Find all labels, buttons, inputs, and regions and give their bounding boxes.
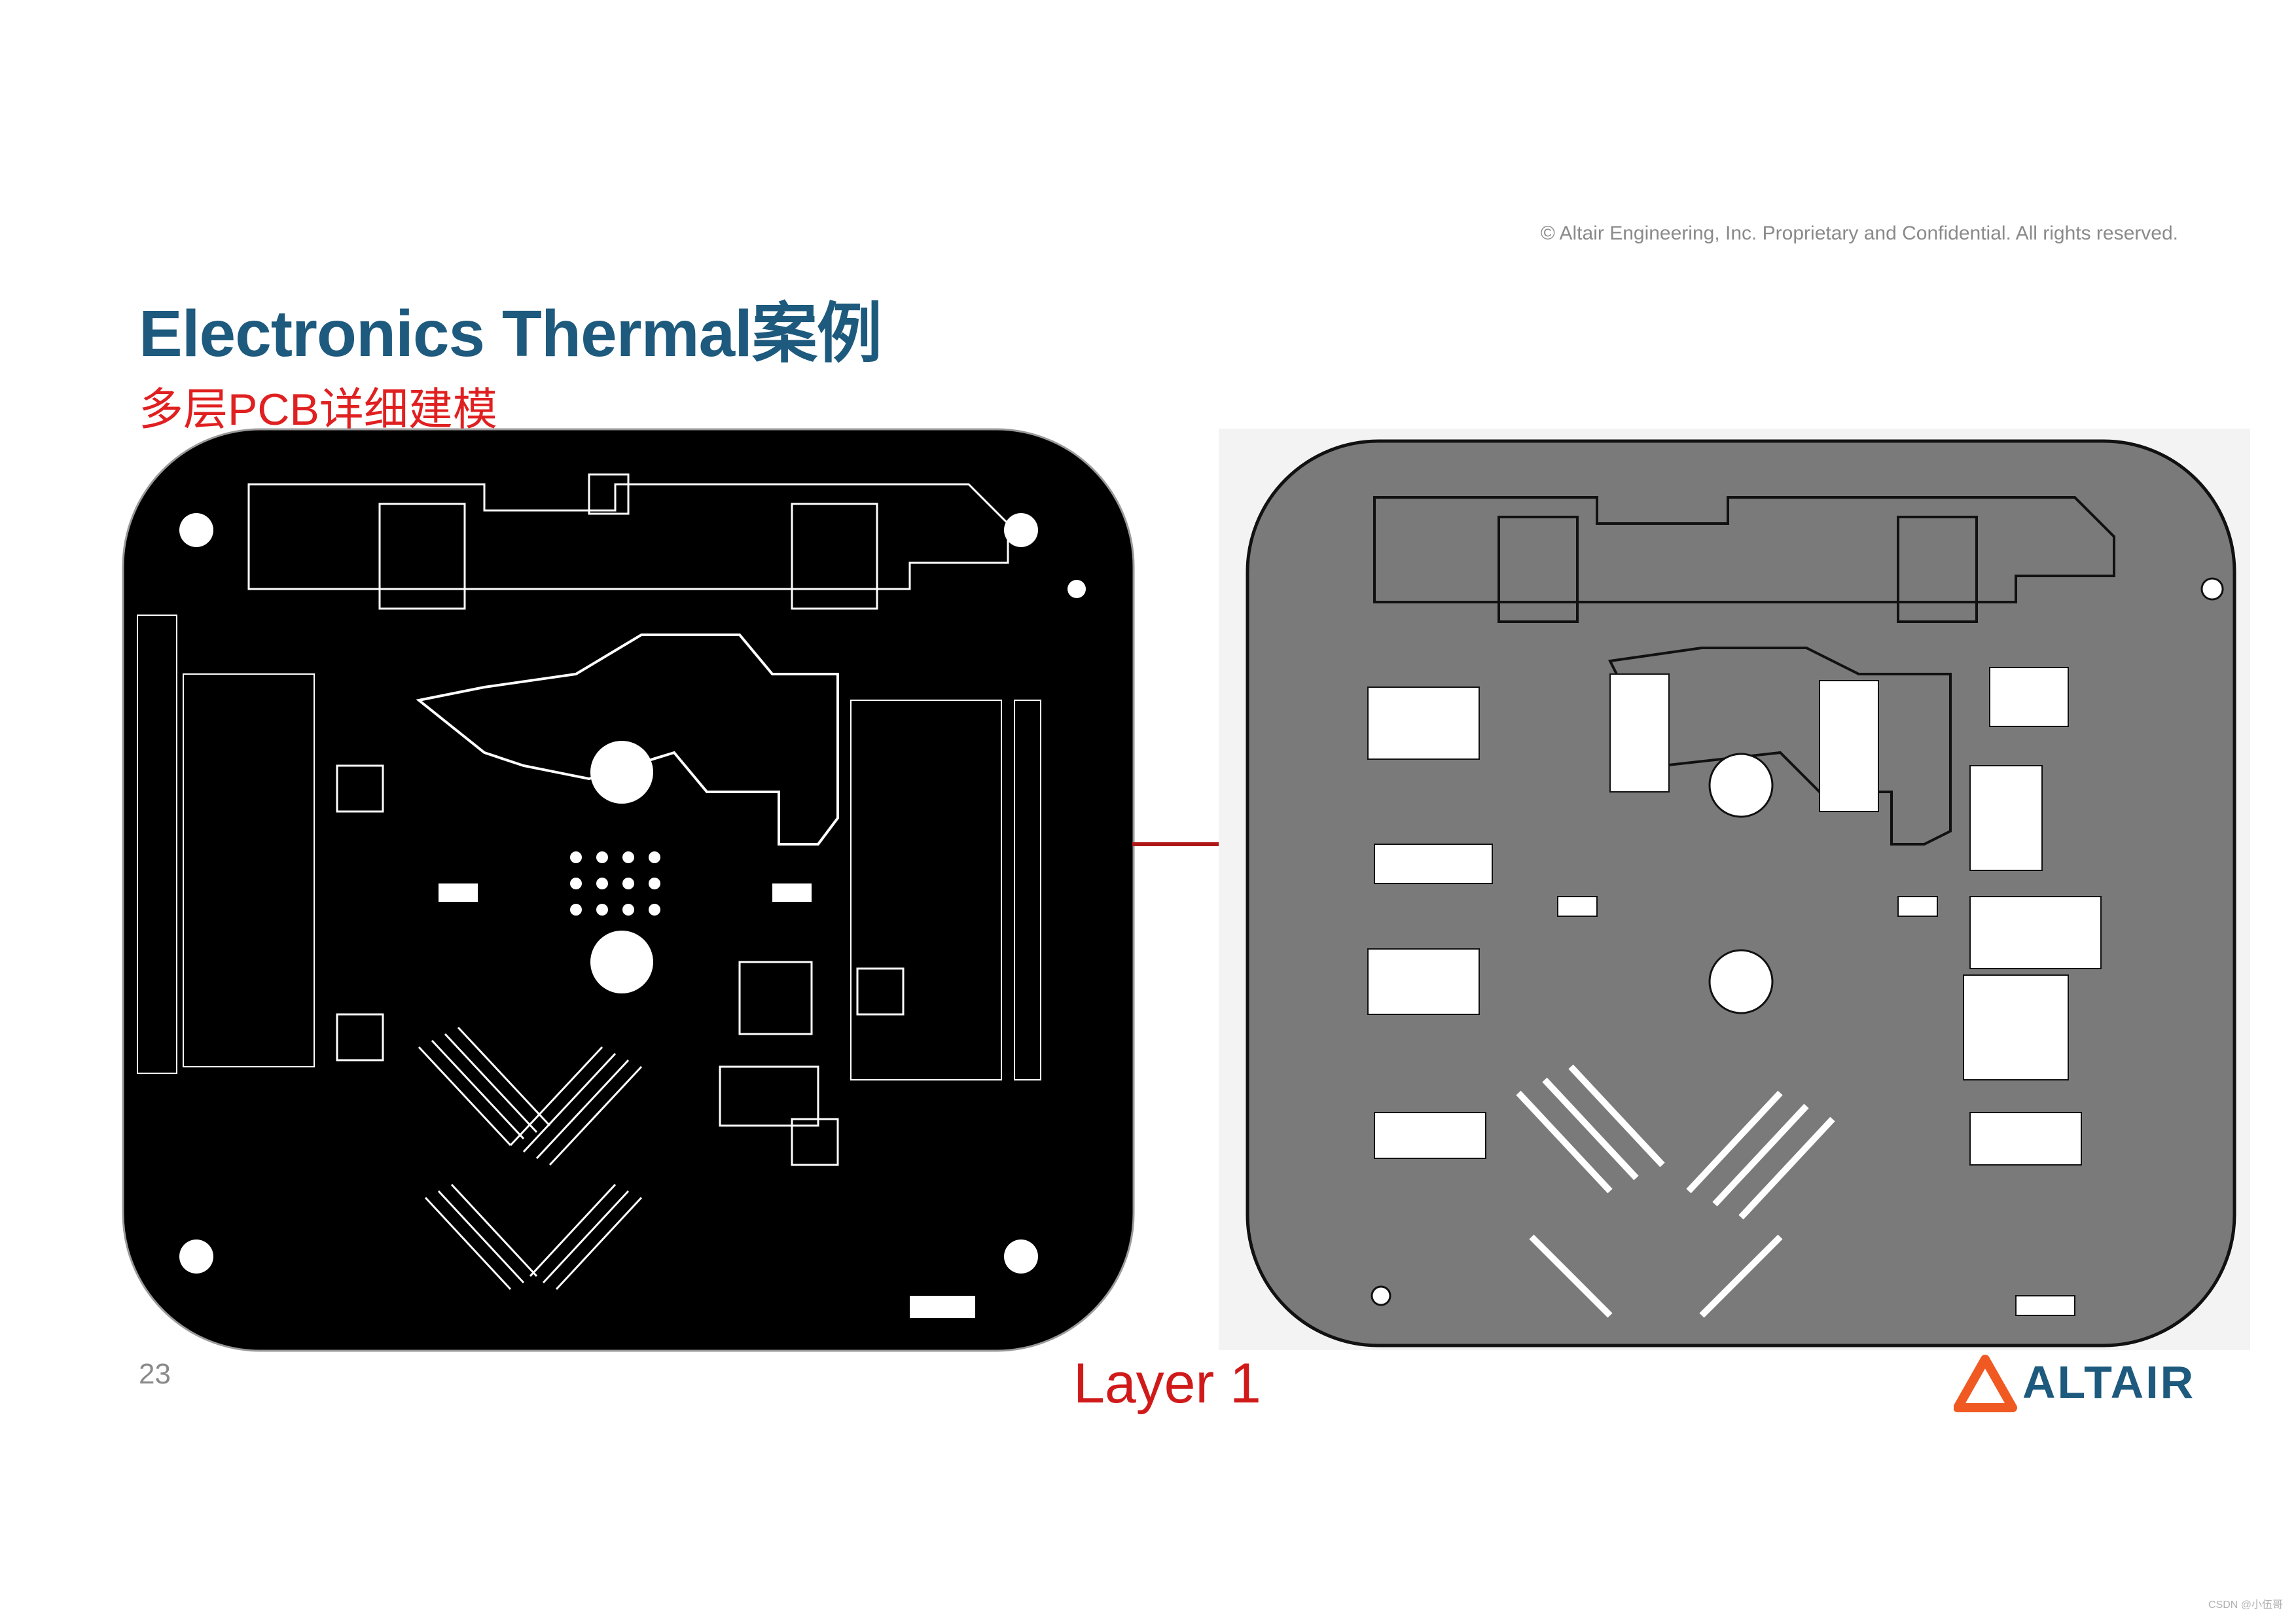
altair-logo-text: ALTAIR <box>2022 1357 2196 1408</box>
slide-subtitle: 多层PCB详细建模 <box>139 385 497 435</box>
page-number: 23 <box>139 1358 171 1390</box>
slide-title: Electronics Thermal案例 <box>139 297 882 370</box>
watermark: CSDN @小伍哥 <box>2208 1599 2283 1611</box>
layer-label: Layer 1 <box>1073 1352 1261 1415</box>
copyright-notice: © Altair Engineering, Inc. Proprietary a… <box>1540 223 2178 244</box>
thermal-model-image <box>1244 438 2238 1348</box>
pcb-layer-image <box>118 425 1139 1355</box>
altair-logo-icon <box>1954 1355 2017 1412</box>
